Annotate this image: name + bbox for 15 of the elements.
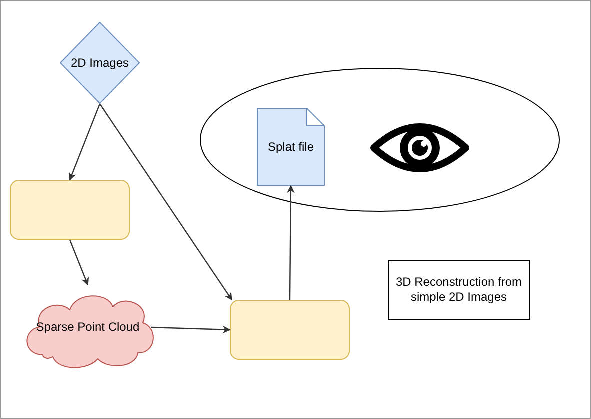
- node-label: Sparse Point Cloud: [36, 320, 140, 335]
- arrow: [150, 326, 231, 334]
- arrow: [68, 104, 101, 181]
- node-label: 2D Images: [70, 56, 130, 70]
- document-shape: [257, 108, 325, 186]
- note-box: [388, 260, 530, 320]
- arrow: [286, 185, 295, 300]
- decision-diamond: [60, 22, 140, 104]
- arrow: [69, 240, 90, 286]
- node-label: Splat file: [268, 140, 314, 154]
- viewer-ellipse: [200, 68, 560, 212]
- process-box: [230, 300, 350, 360]
- node-label: 3D Reconstruction from simple 2D Images: [394, 275, 524, 305]
- process-box: [10, 180, 130, 240]
- arrow: [100, 104, 232, 301]
